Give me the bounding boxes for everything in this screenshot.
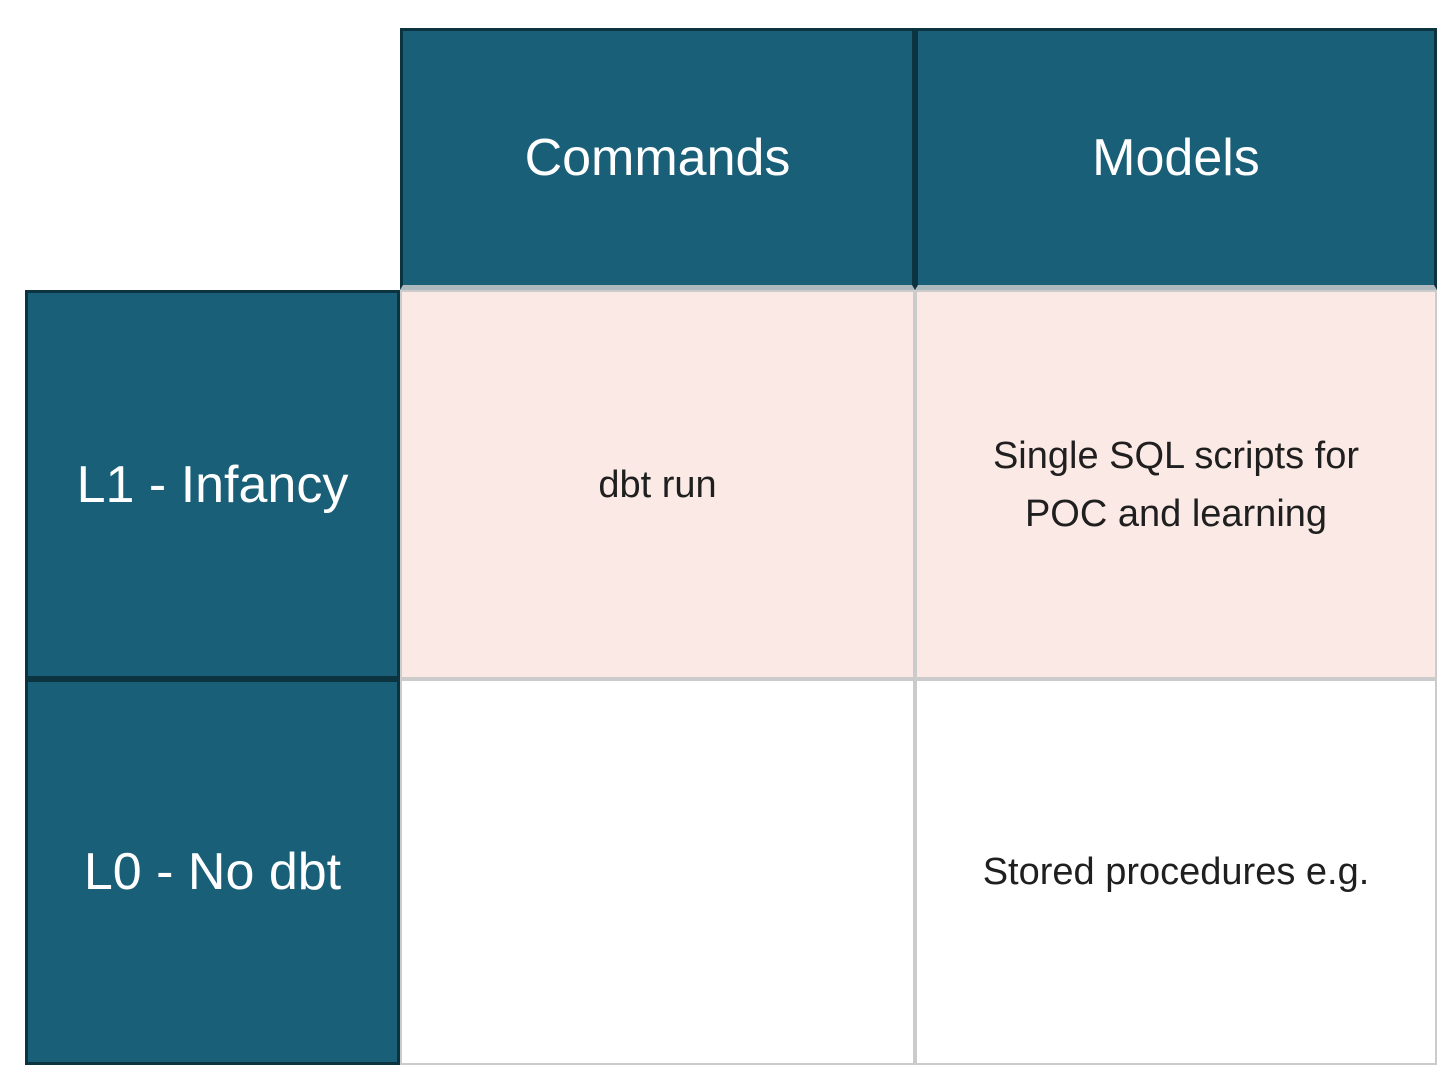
cell-l0-models-text: Stored procedures e.g.: [982, 851, 1370, 893]
cell-l0-models: Stored procedures e.g.: [915, 679, 1437, 1065]
maturity-table: Commands Models L1 - Infancy dbt run Sin…: [25, 28, 1437, 1065]
corner-spacer: [25, 28, 400, 290]
cell-l1-models-text: Single SQL scripts for POC and learning: [992, 434, 1360, 535]
cell-l1-models: Single SQL scripts for POC and learning: [915, 290, 1437, 679]
row-header-l1-infancy: L1 - Infancy: [25, 290, 400, 679]
cell-l0-commands: [400, 679, 915, 1065]
column-header-models: Models: [915, 28, 1437, 290]
cell-l1-commands-text: dbt run: [598, 463, 717, 506]
column-header-commands: Commands: [400, 28, 915, 290]
row-header-l0-no-dbt: L0 - No dbt: [25, 679, 400, 1065]
cell-l1-commands: dbt run: [400, 290, 915, 679]
